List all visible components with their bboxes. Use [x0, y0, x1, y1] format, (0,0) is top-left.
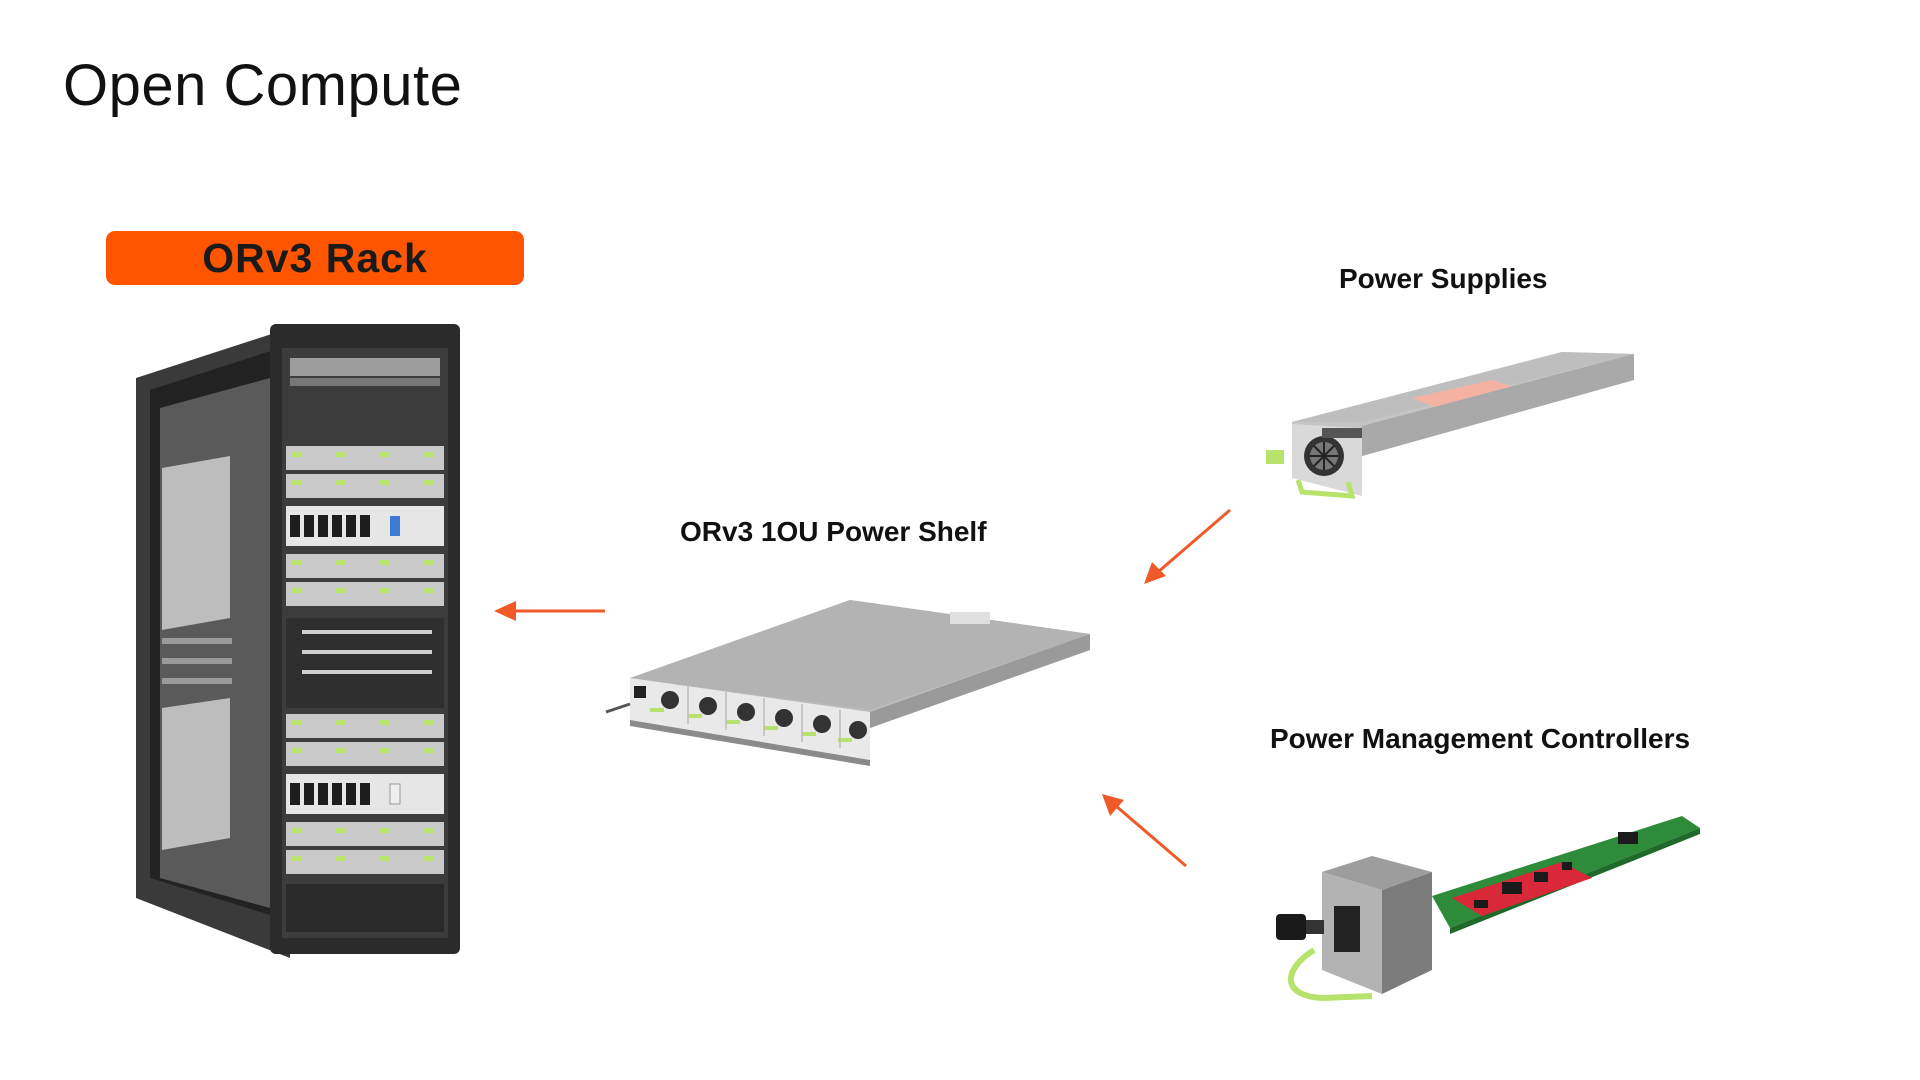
arrow-pmc-to-shelf [1102, 794, 1187, 868]
server-rack-illustration [136, 324, 460, 958]
power-shelf-label: ORv3 1OU Power Shelf [680, 516, 987, 547]
slide-title: Open Compute [63, 53, 463, 118]
arrow-to-rack [494, 601, 605, 621]
power-shelf-illustration [605, 600, 1090, 766]
arrow-psu-to-shelf [1144, 508, 1231, 584]
power-supply-illustration [1266, 352, 1634, 499]
rack-badge: ORv3 Rack [106, 231, 524, 285]
power-management-label: Power Management Controllers [1270, 723, 1691, 754]
power-supplies-label: Power Supplies [1339, 263, 1548, 294]
power-management-controller-illustration [1276, 816, 1700, 1002]
